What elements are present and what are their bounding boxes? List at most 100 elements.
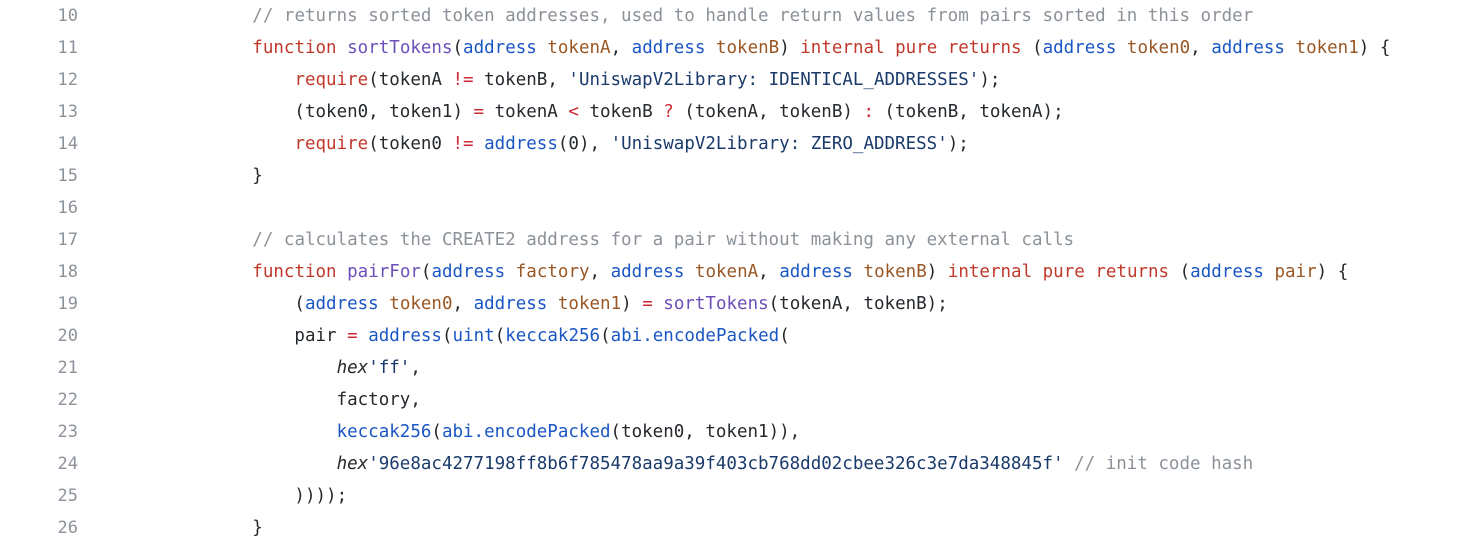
code-token-plain bbox=[1285, 38, 1296, 58]
code-token-plain: ( bbox=[779, 326, 790, 346]
code-token-type: address bbox=[473, 294, 548, 314]
code-line-content[interactable]: keccak256(abi.encodePacked(token0, token… bbox=[78, 416, 1480, 448]
code-token-builtin: keccak256 bbox=[505, 326, 601, 346]
code-token-hexval: '96e8ac4277198ff8b6f785478aa9a39f403cb76… bbox=[368, 454, 1064, 474]
code-token-plain: tokenB, bbox=[473, 70, 569, 90]
code-token-plain: , bbox=[1190, 38, 1212, 58]
code-token-plain: ) bbox=[621, 294, 643, 314]
code-line: 25 )))); bbox=[0, 480, 1480, 512]
code-line-content[interactable]: } bbox=[78, 512, 1480, 544]
code-token-keyword: function bbox=[252, 262, 337, 282]
code-token-plain: ); bbox=[979, 70, 1001, 90]
code-line: 20 pair = address(uint(keccak256(abi.enc… bbox=[0, 320, 1480, 352]
code-token-string: 'UniswapV2Library: IDENTICAL_ADDRESSES' bbox=[568, 70, 980, 90]
code-token-type: address bbox=[1211, 38, 1285, 58]
code-token-plain bbox=[337, 38, 348, 58]
code-line: 24 hex'96e8ac4277198ff8b6f785478aa9a39f4… bbox=[0, 448, 1480, 480]
code-token-comment: // returns sorted token addresses, used … bbox=[252, 6, 1254, 26]
code-token-param: tokenA bbox=[547, 38, 611, 58]
code-line-content[interactable]: require(tokenA != tokenB, 'UniswapV2Libr… bbox=[78, 64, 1480, 96]
code-token-plain bbox=[705, 38, 716, 58]
code-token-type: address bbox=[484, 134, 558, 154]
code-token-plain: , bbox=[610, 38, 632, 58]
code-token-plain: ( bbox=[441, 326, 453, 346]
code-token-param: token0 bbox=[1126, 38, 1191, 58]
code-line-content[interactable]: } bbox=[78, 160, 1480, 192]
code-token-param: token0 bbox=[389, 294, 453, 314]
code-token-plain: (0), bbox=[557, 134, 611, 154]
code-line-content[interactable]: factory, bbox=[78, 384, 1480, 416]
code-line: 26 } bbox=[0, 512, 1480, 544]
line-number: 14 bbox=[57, 134, 78, 154]
code-line: 22 factory, bbox=[0, 384, 1480, 416]
code-token-plain: ); bbox=[947, 134, 969, 154]
code-token-keyword: internal pure returns bbox=[947, 262, 1170, 282]
code-token-type: uint bbox=[452, 326, 495, 346]
code-token-plain: ) { bbox=[1358, 38, 1391, 58]
code-token-plain: } bbox=[168, 518, 263, 538]
code-token-builtin: abi.encodePacked bbox=[610, 326, 780, 346]
code-token-type: address bbox=[1190, 262, 1264, 282]
code-token-type: address bbox=[610, 262, 685, 282]
code-line-content[interactable]: function sortTokens(address tokenA, addr… bbox=[78, 32, 1480, 64]
code-token-plain bbox=[379, 294, 390, 314]
code-token-builtin: keccak256 bbox=[336, 422, 432, 442]
code-token-plain bbox=[1064, 454, 1075, 474]
code-token-plain: (token0, token1)), bbox=[610, 422, 801, 442]
code-token-plain bbox=[684, 262, 695, 282]
code-token-plain: } bbox=[168, 166, 263, 186]
code-line-content[interactable]: require(token0 != address(0), 'UniswapV2… bbox=[78, 128, 1480, 160]
line-number: 25 bbox=[57, 486, 78, 506]
code-line-content[interactable]: // returns sorted token addresses, used … bbox=[78, 0, 1480, 32]
code-token-plain: tokenA bbox=[484, 102, 569, 122]
code-token-plain bbox=[168, 262, 252, 282]
code-token-operator: : bbox=[863, 102, 874, 122]
line-number: 24 bbox=[57, 454, 78, 474]
line-number: 22 bbox=[57, 390, 78, 410]
code-line-content[interactable]: (token0, token1) = tokenA < tokenB ? (to… bbox=[78, 96, 1480, 128]
line-number: 20 bbox=[57, 326, 78, 346]
code-token-plain bbox=[474, 134, 485, 154]
code-token-operator: != bbox=[452, 134, 474, 154]
line-number: 26 bbox=[57, 518, 78, 538]
code-token-hexkw: hex bbox=[336, 454, 369, 474]
code-line-content[interactable]: hex'96e8ac4277198ff8b6f785478aa9a39f403c… bbox=[78, 448, 1480, 480]
code-line-content[interactable]: // calculates the CREATE2 address for a … bbox=[78, 224, 1480, 256]
code-token-plain: (tokenA, tokenB) bbox=[673, 102, 864, 122]
code-token-type: address bbox=[1042, 38, 1117, 58]
code-token-plain: (token0, token1) bbox=[168, 102, 474, 122]
code-line: 10 // returns sorted token addresses, us… bbox=[0, 0, 1480, 32]
line-number: 13 bbox=[57, 102, 78, 122]
code-token-type: address bbox=[779, 262, 853, 282]
code-token-plain bbox=[358, 326, 369, 346]
code-token-comment: // init code hash bbox=[1074, 454, 1254, 474]
code-token-type: address bbox=[368, 326, 442, 346]
code-token-plain: ( bbox=[452, 38, 464, 58]
code-token-plain: (token0 bbox=[368, 134, 453, 154]
code-token-plain: ) bbox=[779, 38, 801, 58]
code-token-plain bbox=[505, 262, 516, 282]
line-number: 16 bbox=[57, 198, 78, 218]
code-line-content[interactable]: pair = address(uint(keccak256(abi.encode… bbox=[78, 320, 1480, 352]
code-token-plain: tokenB bbox=[578, 102, 664, 122]
code-token-plain bbox=[168, 230, 252, 250]
code-line-content[interactable]: )))); bbox=[78, 480, 1480, 512]
code-token-plain: (tokenA, tokenB); bbox=[768, 294, 948, 314]
code-line-content[interactable]: function pairFor(address factory, addres… bbox=[78, 256, 1480, 288]
code-token-operator: < bbox=[568, 102, 579, 122]
code-token-plain bbox=[168, 134, 294, 154]
code-line: 18 function pairFor(address factory, add… bbox=[0, 256, 1480, 288]
code-line: 19 (address token0, address token1) = so… bbox=[0, 288, 1480, 320]
code-line: 11 function sortTokens(address tokenA, a… bbox=[0, 32, 1480, 64]
code-token-plain: ( bbox=[1169, 262, 1191, 282]
code-line-content[interactable]: (address token0, address token1) = sortT… bbox=[78, 288, 1480, 320]
code-token-plain bbox=[168, 454, 337, 474]
code-line-content[interactable]: hex'ff', bbox=[78, 352, 1480, 384]
code-token-comment: // calculates the CREATE2 address for a … bbox=[252, 230, 1075, 250]
code-token-plain bbox=[337, 262, 348, 282]
code-token-operator: = bbox=[473, 102, 485, 122]
code-token-plain: ( bbox=[168, 294, 305, 314]
line-number: 21 bbox=[57, 358, 78, 378]
code-token-hexval: 'ff' bbox=[368, 358, 411, 378]
